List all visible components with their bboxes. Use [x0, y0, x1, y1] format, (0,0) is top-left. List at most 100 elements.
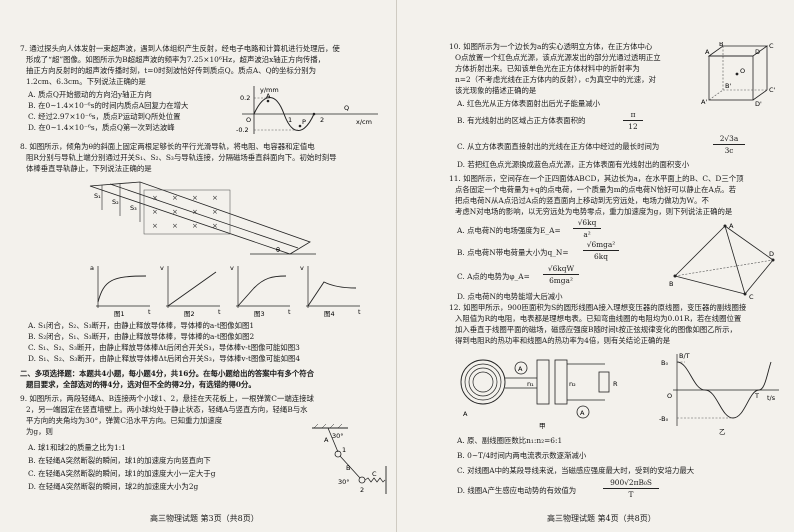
q12-circuit-figure: A A n₁ n₂ R A 甲	[460, 359, 618, 430]
q12-n2-label: n₂	[569, 380, 576, 388]
q8-graph-1-y: a	[90, 264, 94, 272]
q11-vertex-d: D	[769, 250, 774, 258]
q8-field-cross-5: ×	[152, 208, 158, 216]
q9-label-c: C	[372, 470, 377, 478]
q9-stem-line-2: 2，另一端固定在竖直墙壁上。两小球均处于静止状态，轻绳A与竖直方向，轻绳B与水	[26, 405, 308, 414]
left-page: 7. 通过探头向人体发射一束超声波，遇到人体组织产生反射，经电子电路和计算机进行…	[20, 44, 387, 523]
q9-angle-1: 30°	[332, 432, 344, 440]
q12-option-d: D. 线圈A产生感应电动势的有效值为	[457, 486, 577, 495]
q8-option-a: A. S₁闭合，S₂、S₃断开，由静止释放导体棒，导体棒的a-t图像如图1	[28, 321, 255, 330]
page-fold	[396, 0, 397, 532]
q8-graph-2-y: v	[160, 264, 164, 272]
q8-field-cross-9: ×	[152, 222, 158, 230]
q12-option-a: A. 原、副线圈匝数比n₁:n₂=6:1	[457, 436, 563, 445]
q9-label-b: B	[346, 464, 350, 472]
q8-graph-4-y: v	[300, 264, 304, 272]
q8-stem-line-3: 体棒垂直导轨静止，下列说法正确的是	[26, 164, 152, 173]
q12-stem-line-2: 入阻值为R的电阻，电表都是理想电表。已知弯曲线圈的电阻均为0.01R，若在线圈位…	[455, 314, 742, 323]
q10-c-bar	[713, 144, 745, 145]
q9-option-d: D. 在轻绳A突然断裂的瞬间，球2的加速度大小为2g	[28, 482, 199, 491]
q11-a-den: a²	[583, 230, 591, 239]
q10-stem-line-3: 方体折射出来。已知该单色光在正方体材料中的折射率为	[455, 64, 640, 73]
q11-c-bar	[543, 274, 579, 275]
q12-d-den: T	[628, 490, 634, 499]
q11-stem-line-2: 点各固定一个电荷量为+q的点电荷，一个质量为m的点电荷N恰好可以静止在A点。若	[455, 185, 737, 194]
q7-origin: O	[246, 116, 251, 124]
q10-b-den: 12	[628, 122, 638, 131]
q7-point-a: A	[266, 92, 271, 100]
q9-stem-line-3: 平方向的夹角均为30°，弹簧C沿水平方向。已知重力加速度	[26, 416, 223, 425]
q9-angle-2: 30°	[338, 478, 350, 486]
q12-n1-label: n₁	[527, 380, 534, 388]
q8-switch-s3: S₃	[130, 204, 137, 212]
q8-graph-3-y: v	[230, 264, 234, 272]
q12-stem-line-3: 加入垂直于线圈平面的磁场，磁感应强度B随时间t按正弦规律变化的图像如图乙所示，	[455, 325, 737, 334]
q10-vertex-c: C	[769, 42, 774, 50]
q8-incline-figure: × × × × × × × × × × × × S₁ S₂ S₃ θ	[89, 181, 316, 255]
q7-y-tick-top: 0.2	[240, 94, 250, 102]
q8-option-d: D. S₁、S₂、S₃断开，由静止释放导体棒Δt后闭合开关S₃，导体棒v-t图像…	[28, 354, 301, 363]
q9-label-a: A	[324, 436, 329, 444]
q11-a-num: √6kq	[577, 218, 597, 227]
q8-field-cross-6: ×	[172, 208, 178, 216]
q12-graph-neg-b0: -B₀	[659, 415, 669, 423]
q10-stem-line-5: 该光现象的描述正确的是	[455, 86, 537, 95]
q12-ammeter-1-label: A	[518, 365, 523, 373]
q10-vertex-a-prime: A'	[701, 98, 707, 106]
q9-stem-line-1: 9. 如图所示，两段轻绳A、B连接两个小球1、2，悬挂在天花板上，一根弹簧C一端…	[20, 394, 314, 403]
q8-graph-3: v t 图3	[230, 264, 291, 318]
q12-graph-t: T	[754, 392, 759, 400]
q12-resistor-label: R	[613, 380, 618, 388]
section-2-heading-line-2: 题目要求，全部选对的得4分，选对但不全的得2分，有选错的得0分。	[26, 380, 256, 389]
q9-option-a: A. 球1和球2的质量之比为1:1	[28, 443, 126, 452]
q7-stem-line-3: 抽正方向反射时的超声波传播时刻，t=0时刻波恰好传到质点Q。质点A、Q的坐标分别…	[26, 66, 316, 75]
q12-coil-label: A	[463, 410, 468, 418]
q9-label-ball-2: 2	[360, 486, 364, 494]
q12-d-num: 900√2πB₀S	[610, 478, 652, 487]
q11-option-d: D. 点电荷N的电势能增大后减小	[457, 292, 563, 301]
q9-option-b: B. 在轻绳A突然断裂的瞬间，球1的加速度方向竖直向下	[28, 456, 211, 465]
q8-graph-3-x: t	[288, 308, 291, 316]
q11-option-b: B. 点电荷N带电荷量大小为q_N=	[457, 248, 569, 257]
q8-field-cross-8: ×	[212, 208, 218, 216]
q10-vertex-d: D	[755, 48, 760, 56]
q8-field-cross-1: ×	[152, 194, 158, 202]
q7-y-label: y/mm	[260, 86, 279, 94]
q12-graph-b0: B₀	[661, 359, 668, 367]
q7-option-a: A. 质点Q开始振动的方向沿y轴正方向	[28, 90, 152, 99]
q7-option-c: C. 经过2.97×10⁻⁶s，质点P运动到Q所处位置	[28, 112, 181, 121]
q7-x-label: x/cm	[356, 118, 372, 126]
q7-wave-figure: y/mm x/cm 0.2 -0.2 A P Q O 1 2	[236, 86, 378, 134]
right-page: 10. 如图所示为一个边长为a的实心透明立方体，在正方体中心 O点放置一个红色点…	[397, 0, 794, 532]
q8-graphs: a t 图1 v t 图2 v t 图3	[90, 264, 361, 318]
q11-c-den: 6mga²	[549, 276, 573, 285]
q11-b-bar	[583, 250, 619, 251]
q8-field-cross-11: ×	[192, 222, 198, 230]
q7-y-tick-bottom: -0.2	[236, 126, 249, 134]
q11-b-num: √6mga²	[586, 240, 616, 249]
q7-option-d: D. 在0~1.4×10⁻⁶s，质点Q第一次到达波峰	[28, 123, 175, 132]
q9-stem-line-4: 为g，则	[26, 427, 53, 436]
q10-vertex-d-prime: D'	[755, 100, 762, 106]
q12-graph-y-label: B/T	[679, 352, 690, 360]
q11-stem-line-4: 考虑N对电场的影响，以无穷远处为电势零点，重力加速度为g，则下列说法正确的是	[455, 207, 733, 216]
q8-angle: θ	[276, 246, 280, 254]
q10-stem-line-1: 10. 如图所示为一个边长为a的实心透明立方体，在正方体中心	[449, 42, 653, 51]
q10-option-b: B. 有光线射出的区域占正方体表面积的	[457, 116, 586, 125]
q8-graph-2-caption: 图2	[184, 310, 195, 318]
q9-option-c: C. 在轻绳A突然断裂的瞬间，球1的加速度大小一定大于g	[28, 469, 216, 478]
q10-cube-figure: A B C D A' B' C' D' O	[701, 42, 776, 106]
q8-switch-s1: S₁	[94, 192, 101, 200]
q8-graph-3-caption: 图3	[254, 310, 265, 318]
right-page-footer: 高三物理试题 第4页（共8页）	[547, 514, 656, 523]
q12-figure-a-caption: 甲	[539, 422, 546, 430]
q11-vertex-c: C	[749, 293, 754, 300]
q10-c-num: 2√3a	[719, 134, 739, 143]
q8-switch-s2: S₂	[112, 198, 119, 206]
q10-vertex-c-prime: C'	[769, 86, 776, 94]
q12-bt-graph: B/T B₀ O -B₀ T t/s 乙	[659, 352, 779, 436]
q12-ammeter-2-label: A	[580, 409, 585, 417]
q12-option-b: B. 0~T/4时间内两电流表示数逐渐减小	[457, 451, 587, 460]
q8-option-b: B. S₂闭合，S₁、S₃断开，由静止释放导体棒，导体棒的a-t图像如图2	[28, 332, 255, 341]
q7-stem-line-4: 1.2cm、6.3cm。下列说法正确的是	[26, 77, 146, 86]
